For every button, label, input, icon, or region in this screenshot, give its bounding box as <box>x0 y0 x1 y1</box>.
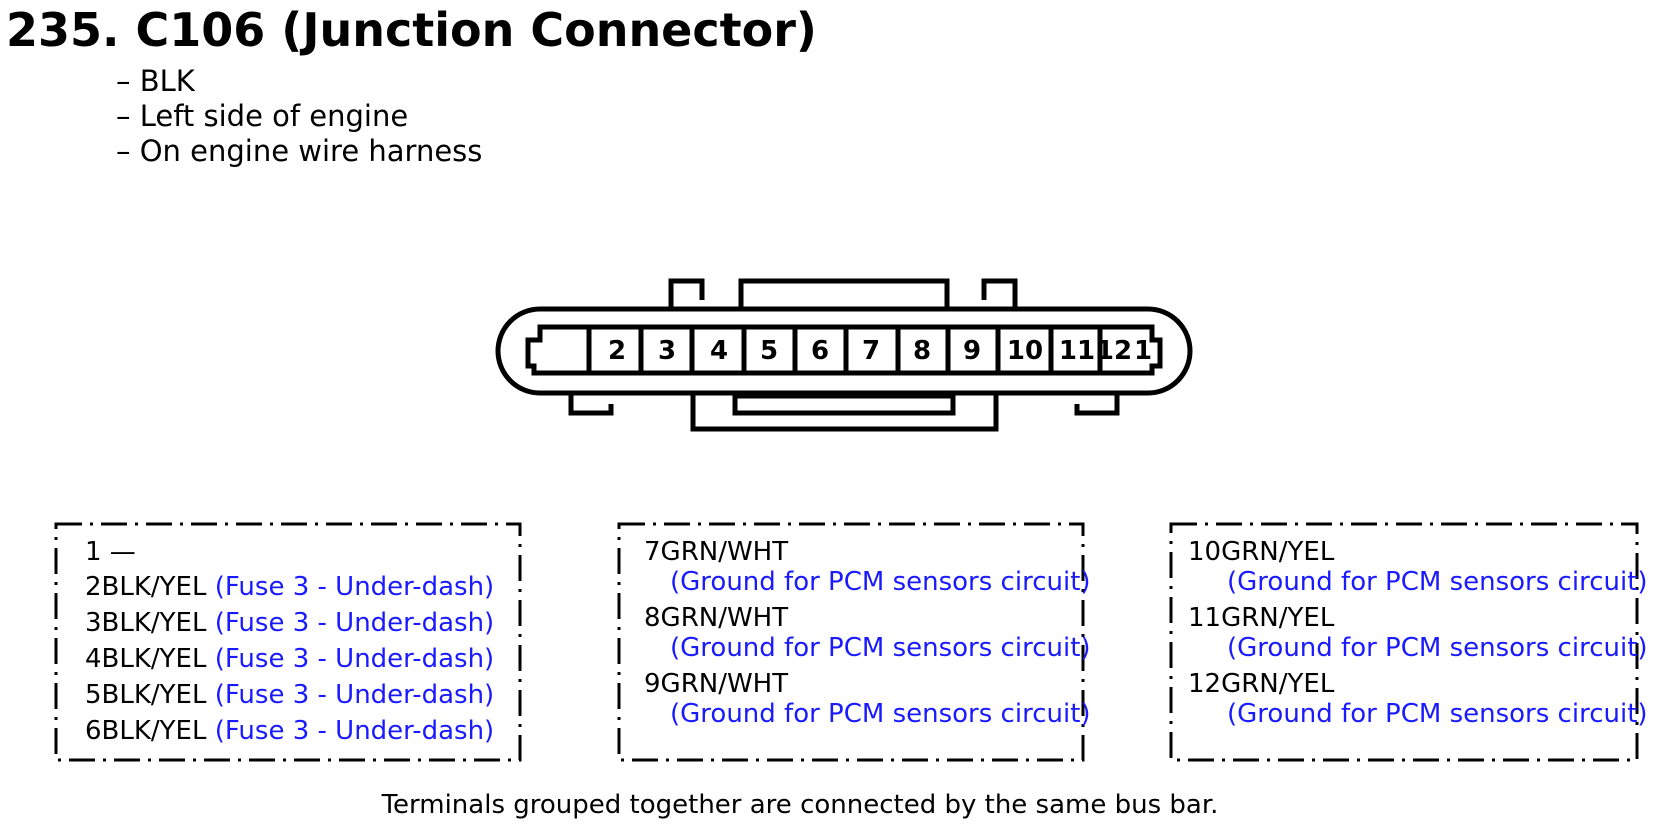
group-dashed-border <box>617 522 1085 762</box>
connector-bottom-center-block <box>690 393 999 432</box>
terminal-row: 9GRN/WHT <box>644 669 788 699</box>
pin-label: 8 <box>913 336 931 366</box>
circuit-note: (Fuse 3 - Under-dash) <box>214 644 495 674</box>
circuit-note: (Ground for PCM sensors circuit) <box>1227 567 1648 597</box>
terminal-number: 7 <box>644 537 661 567</box>
terminal-row: 3BLK/YEL (Fuse 3 - Under-dash) <box>85 608 494 638</box>
pin-label: 1 <box>1134 336 1152 366</box>
terminal-number: 3 <box>85 608 102 638</box>
terminal-row: 4BLK/YEL (Fuse 3 - Under-dash) <box>85 644 494 674</box>
circuit-note: (Fuse 3 - Under-dash) <box>214 716 495 746</box>
detail-harness: On engine wire harness <box>116 134 483 169</box>
wire-color: — <box>101 537 136 567</box>
terminal-number: 10 <box>1188 537 1222 567</box>
circuit-note: (Fuse 3 - Under-dash) <box>214 608 495 638</box>
connector-bottom-key <box>732 393 956 416</box>
wire-color: BLK/YEL <box>101 572 207 602</box>
wire-color: BLK/YEL <box>101 608 207 638</box>
bus-bar-group-1: 1 — 2BLK/YEL (Fuse 3 - Under-dash) 3BLK/… <box>54 522 524 764</box>
terminal-row: 12GRN/YEL <box>1188 669 1334 699</box>
circuit-note: (Ground for PCM sensors circuit) <box>670 699 1091 729</box>
pin-label: 4 <box>710 336 728 366</box>
group-dashed-border <box>54 522 522 762</box>
pin-label: 10 <box>1007 336 1043 366</box>
pin-label: 6 <box>811 336 829 366</box>
wire-color: BLK/YEL <box>101 644 207 674</box>
circuit-note: (Ground for PCM sensors circuit) <box>1227 699 1648 729</box>
wire-color: BLK/YEL <box>101 716 207 746</box>
terminal-number: 2 <box>85 572 102 602</box>
bus-bar-group-2: 7GRN/WHT (Ground for PCM sensors circuit… <box>617 522 1091 764</box>
terminal-row: 6BLK/YEL (Fuse 3 - Under-dash) <box>85 716 494 746</box>
terminal-row: 5BLK/YEL (Fuse 3 - Under-dash) <box>85 680 494 710</box>
pin-label: 5 <box>760 336 778 366</box>
terminal-row: 7GRN/WHT <box>644 537 788 567</box>
connector-top-key <box>738 278 950 312</box>
connector-pin-frame <box>525 324 1163 376</box>
terminal-row: 1 — <box>85 537 136 567</box>
pin-label: 7 <box>862 336 880 366</box>
circuit-note: (Fuse 3 - Under-dash) <box>214 572 495 602</box>
terminal-number: 12 <box>1188 669 1222 699</box>
terminal-number: 9 <box>644 669 661 699</box>
wire-color: GRN/YEL <box>1221 603 1335 633</box>
circuit-note: (Ground for PCM sensors circuit) <box>670 633 1091 663</box>
pin-label: 11 <box>1059 336 1095 366</box>
circuit-note: (Fuse 3 - Under-dash) <box>214 680 495 710</box>
pin-label: 9 <box>963 336 981 366</box>
circuit-note: (Ground for PCM sensors circuit) <box>1227 633 1648 663</box>
terminal-number: 8 <box>644 603 661 633</box>
bus-bar-group-3: 10GRN/YEL (Ground for PCM sensors circui… <box>1169 522 1648 764</box>
wire-color: GRN/WHT <box>660 603 789 633</box>
terminal-number: 5 <box>85 680 102 710</box>
connector-bottom-tab-left <box>568 393 614 416</box>
connector-top-tab-left <box>668 278 705 309</box>
terminal-row: 10GRN/YEL <box>1188 537 1334 567</box>
bus-bar-footnote: Terminals grouped together are connected… <box>381 790 1219 820</box>
connector-details: BLK Left side of engine On engine wire h… <box>116 64 483 169</box>
pin-label: 2 <box>608 336 626 366</box>
detail-color: BLK <box>116 64 482 99</box>
terminal-number: 1 <box>85 537 102 567</box>
page-title: 235. C106 (Junction Connector) <box>6 3 817 57</box>
wire-color: GRN/WHT <box>660 669 789 699</box>
terminal-row: 2BLK/YEL (Fuse 3 - Under-dash) <box>85 572 494 602</box>
wire-color: GRN/YEL <box>1221 537 1335 567</box>
group-dashed-border <box>1169 522 1639 762</box>
terminal-number: 11 <box>1188 603 1222 633</box>
detail-location: Left side of engine <box>116 99 482 134</box>
terminal-row: 8GRN/WHT <box>644 603 788 633</box>
terminal-number: 6 <box>85 716 102 746</box>
pin-label: 12 <box>1096 336 1132 366</box>
wire-color: BLK/YEL <box>101 680 207 710</box>
wire-color: GRN/WHT <box>660 537 789 567</box>
terminal-row: 11GRN/YEL <box>1188 603 1334 633</box>
wire-color: GRN/YEL <box>1221 669 1335 699</box>
connector-top-tab-right <box>981 278 1018 309</box>
terminal-number: 4 <box>85 644 102 674</box>
connector-bottom-tab-right <box>1074 393 1120 416</box>
circuit-note: (Ground for PCM sensors circuit) <box>670 567 1091 597</box>
pin-label: 3 <box>658 336 676 366</box>
